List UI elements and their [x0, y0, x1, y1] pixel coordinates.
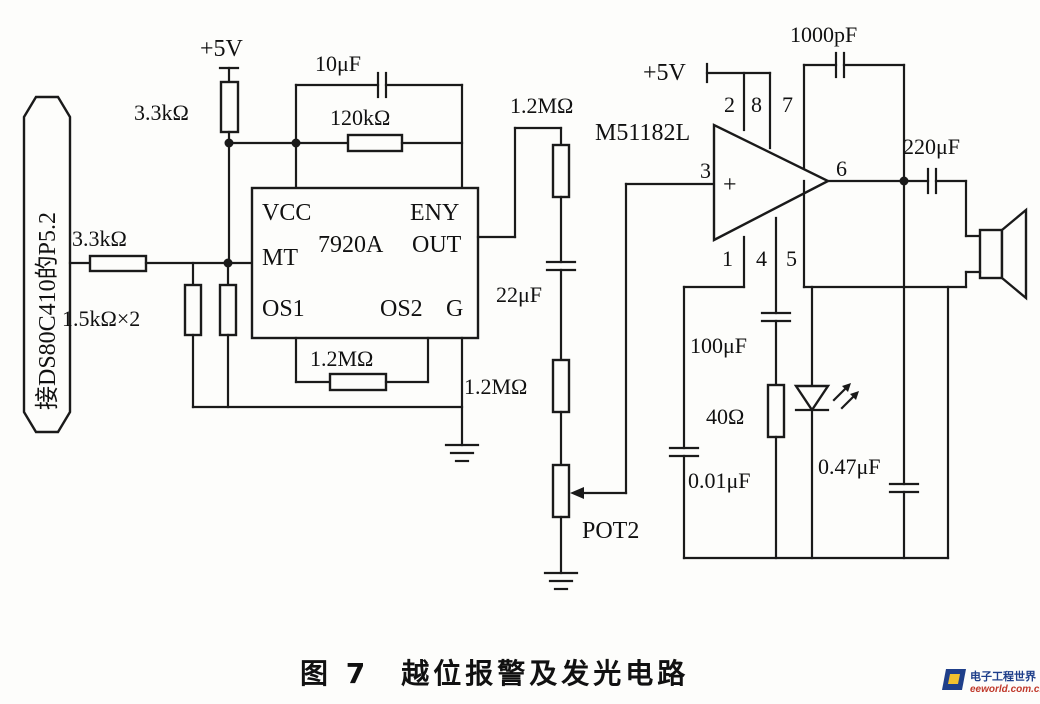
potentiometer-pot2: [551, 463, 571, 519]
speaker-cone-icon: [1000, 207, 1028, 301]
pin-6: 6: [836, 156, 847, 181]
resistor-pair-b: [218, 283, 238, 337]
label-cap-100uf: 100μF: [690, 333, 747, 358]
label-cap-220uf: 220μF: [903, 134, 960, 159]
chip-pin-os1: OS1: [262, 296, 305, 322]
resistor-40ohm: [766, 383, 786, 439]
resistor-1m2-mid: [551, 358, 571, 414]
chip-pin-out: OUT: [412, 232, 462, 258]
label-cap-10uf: 10μF: [315, 51, 361, 76]
amp-plus-sign: +: [723, 172, 737, 198]
resistor-1m2-os: [328, 372, 388, 392]
label-cap-001uf: 0.01μF: [688, 468, 751, 493]
watermark-main: 电子工程世界: [970, 669, 1036, 683]
wiper-arrow: [570, 487, 584, 499]
label-r-40: 40Ω: [706, 404, 744, 429]
pin-4: 4: [756, 246, 767, 271]
label-r-input: 3.3kΩ: [72, 226, 127, 251]
resistor-1m2-top: [551, 143, 571, 199]
pin-3: 3: [700, 158, 711, 183]
label-cap-1000pf: 1000pF: [790, 22, 857, 47]
resistor-120k: [346, 133, 404, 153]
amplifier-m51182l: [712, 123, 831, 242]
chip-name: 7920A: [318, 232, 384, 258]
chip-pin-vcc: VCC: [262, 200, 311, 226]
chip-pin-g: G: [446, 296, 463, 322]
label-r-pullup: 3.3kΩ: [134, 100, 189, 125]
label-pot2: POT2: [582, 518, 639, 544]
label-r-pair: 1.5kΩ×2: [62, 306, 140, 331]
pin-8: 8: [751, 92, 762, 117]
chip-pin-os2: OS2: [380, 296, 423, 322]
chip-pin-eny: ENY: [410, 200, 459, 226]
watermark-logo: 电子工程世界 eeworld.com.cn: [942, 669, 1040, 695]
label-r-1m2-top: 1.2MΩ: [510, 93, 573, 118]
chip-7920a: [250, 186, 480, 340]
label-cap-047uf: 0.47μF: [818, 454, 881, 479]
pin-5: 5: [786, 246, 797, 271]
label-r-1m2-os: 1.2MΩ: [310, 346, 373, 371]
speaker-icon: [978, 228, 1004, 280]
label-cap-22uf: 22μF: [496, 282, 542, 307]
pin-7: 7: [782, 92, 793, 117]
label-plus5v-right: +5V: [643, 60, 687, 86]
arrowhead: [842, 383, 851, 392]
label-r-120k: 120kΩ: [330, 105, 390, 130]
chip-pin-mt: MT: [262, 245, 298, 271]
resistor-input: [88, 254, 148, 273]
pin-2: 2: [724, 92, 735, 117]
arrowhead: [850, 391, 859, 400]
junction-dot: [224, 138, 234, 148]
label-plus5v-left: +5V: [200, 36, 244, 62]
connector-label: 接DS80C410的P5.2: [34, 212, 61, 410]
watermark-url: eeworld.com.cn: [970, 684, 1040, 695]
resistor-pullup: [219, 80, 240, 134]
led-diode-icon: [793, 384, 831, 413]
label-amp-name: M51182L: [595, 120, 690, 146]
label-r-1m2-mid: 1.2MΩ: [464, 374, 527, 399]
figure-caption: 图 7 越位报警及发光电路: [300, 657, 689, 690]
connector-shape: [22, 95, 72, 434]
pin-1: 1: [722, 246, 733, 271]
resistor-pair-a: [183, 283, 203, 337]
